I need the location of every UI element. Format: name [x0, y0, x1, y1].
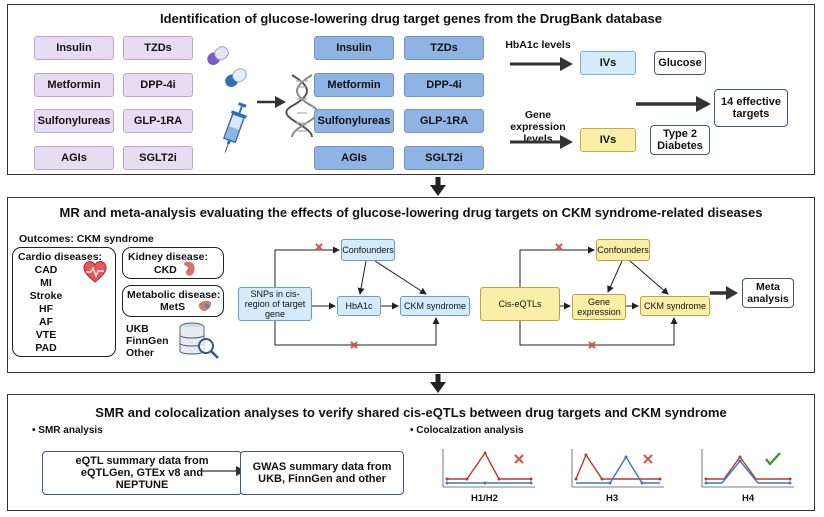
mr1-outcome-box: CKM syndrome: [400, 296, 470, 316]
drug-box-metformin: Metformin: [34, 73, 114, 97]
arrow-hba1c: [510, 57, 573, 71]
ivs-box-hba1c: IVs: [580, 51, 636, 75]
mr1-arrows: [274, 243, 738, 349]
drug-box-sglt2i: SGLT2i: [123, 146, 193, 170]
target-box-sulfonylureas: Sulfonylureas: [314, 109, 394, 133]
cardio-label: Cardio diseases:: [18, 251, 103, 263]
arrow-to-targets: [636, 96, 711, 112]
drug-box-glp1ra: GLP-1RA: [123, 109, 193, 133]
target-box-tzds: TZDs: [404, 36, 484, 60]
arrow-panel2-to-3: [430, 374, 446, 393]
target-box-metformin: Metformin: [314, 73, 394, 97]
drug-box-agis: AGIs: [34, 146, 114, 170]
mr2-confounders-box: Confounders: [596, 239, 650, 261]
dna-icon: [285, 74, 319, 138]
arrow-gene-expression: [510, 135, 573, 149]
target-box-sglt2i: SGLT2i: [404, 146, 484, 170]
ivs-box-gene-expression: IVs: [580, 128, 636, 152]
database-icon: [179, 322, 219, 359]
kidney-icon: [184, 262, 195, 276]
mr2-outcome-box: CKM syndrome: [640, 296, 710, 316]
cross-icon: [555, 243, 563, 251]
gwas-summary-box: GWAS summary data from UKB, FinnGen and …: [240, 451, 404, 495]
cardio-item: MI: [40, 277, 52, 289]
heart-icon: [83, 261, 107, 283]
glucose-box: Glucose: [654, 51, 706, 75]
smr-label: • SMR analysis: [32, 425, 103, 436]
target-box-insulin: Insulin: [314, 36, 394, 60]
cross-icon: [350, 341, 358, 349]
arrow-to-dna: [257, 96, 286, 108]
meta-analysis-box: Meta analysis: [742, 278, 794, 308]
drug-box-sulfonylureas: Sulfonylureas: [34, 109, 114, 133]
hypothesis-label: H1/H2: [471, 493, 498, 504]
effective-targets-box: 14 effective targets: [714, 89, 788, 127]
hba1c-label: HbA1c levels: [505, 39, 571, 51]
cardio-item: AF: [39, 316, 53, 328]
kidney-label: Kidney disease:: [128, 251, 208, 263]
kidney-item: CKD: [154, 264, 177, 276]
cross-icon: [588, 341, 596, 349]
panel2-title: MR and meta-analysis evaluating the effe…: [59, 205, 763, 220]
arrow-panel1-to-2: [430, 177, 446, 196]
cardio-item: VTE: [35, 329, 57, 341]
cardio-item: PAD: [35, 342, 57, 354]
magnifier-icon: [198, 338, 214, 354]
check-icon: [765, 452, 781, 466]
drug-box-dpp4i: DPP-4i: [123, 73, 193, 97]
source-ukb: UKB: [126, 323, 149, 335]
coloc-label-text: Colocalzation analysis: [416, 425, 524, 436]
t2d-box: Type 2 Diabetes: [650, 125, 710, 155]
mr2-exposure-box: Gene expression: [572, 294, 626, 320]
mr1-snps-box: SNPs in cis-region of target gene: [238, 287, 312, 321]
panel1-title: Identification of glucose-lowering drug …: [159, 11, 662, 26]
metabolic-label: Metabolic disease:: [127, 289, 221, 301]
outcomes-label: Outcomes: CKM syndrome: [19, 233, 154, 245]
drug-box-insulin: Insulin: [34, 36, 114, 60]
cardio-item: CAD: [34, 264, 58, 276]
coloc-plot-h3: [571, 449, 664, 488]
coloc-plot-h4: [701, 449, 794, 488]
metabolic-item: MetS: [160, 301, 186, 313]
eqtl-summary-box: eQTL summary data from eQTLGen, GTEx v8 …: [42, 451, 242, 495]
capsule-icon: [207, 46, 247, 88]
source-other: Other: [126, 347, 155, 359]
hypothesis-label: H3: [606, 493, 619, 504]
target-box-glp1ra: GLP-1RA: [404, 109, 484, 133]
smr-label-text: SMR analysis: [38, 425, 103, 436]
mr1-confounders-box: Confounders: [341, 239, 395, 261]
source-finngen: FinnGen: [126, 335, 169, 347]
target-box-dpp4i: DPP-4i: [404, 73, 484, 97]
cross-icon: [315, 243, 323, 251]
panel3-title: SMR and colocalization analyses to verif…: [95, 405, 727, 420]
coloc-label: • Colocalzation analysis: [410, 425, 524, 436]
cross-icon: [514, 454, 524, 464]
panel-drug-targets: Identification of glucose-lowering drug …: [7, 4, 815, 175]
kidney-disease-box: [122, 247, 224, 279]
coloc-plot-h1h2: [442, 449, 535, 488]
cross-icon: [643, 454, 653, 464]
hypothesis-label: H4: [742, 493, 755, 504]
mr2-instrument-box: Cis-eQTLs: [480, 287, 560, 321]
liver-icon: [198, 300, 212, 311]
mr1-exposure-box: HbA1c: [337, 296, 381, 316]
panel-mr-meta: MR and meta-analysis evaluating the effe…: [7, 197, 815, 373]
drug-box-tzds: TZDs: [123, 36, 193, 60]
syringe-icon: [222, 102, 247, 153]
cardio-item: HF: [39, 303, 53, 315]
cardio-item: Stroke: [29, 290, 63, 302]
target-box-agis: AGIs: [314, 146, 394, 170]
panel-smr-coloc: SMR and colocalization analyses to verif…: [7, 394, 815, 511]
